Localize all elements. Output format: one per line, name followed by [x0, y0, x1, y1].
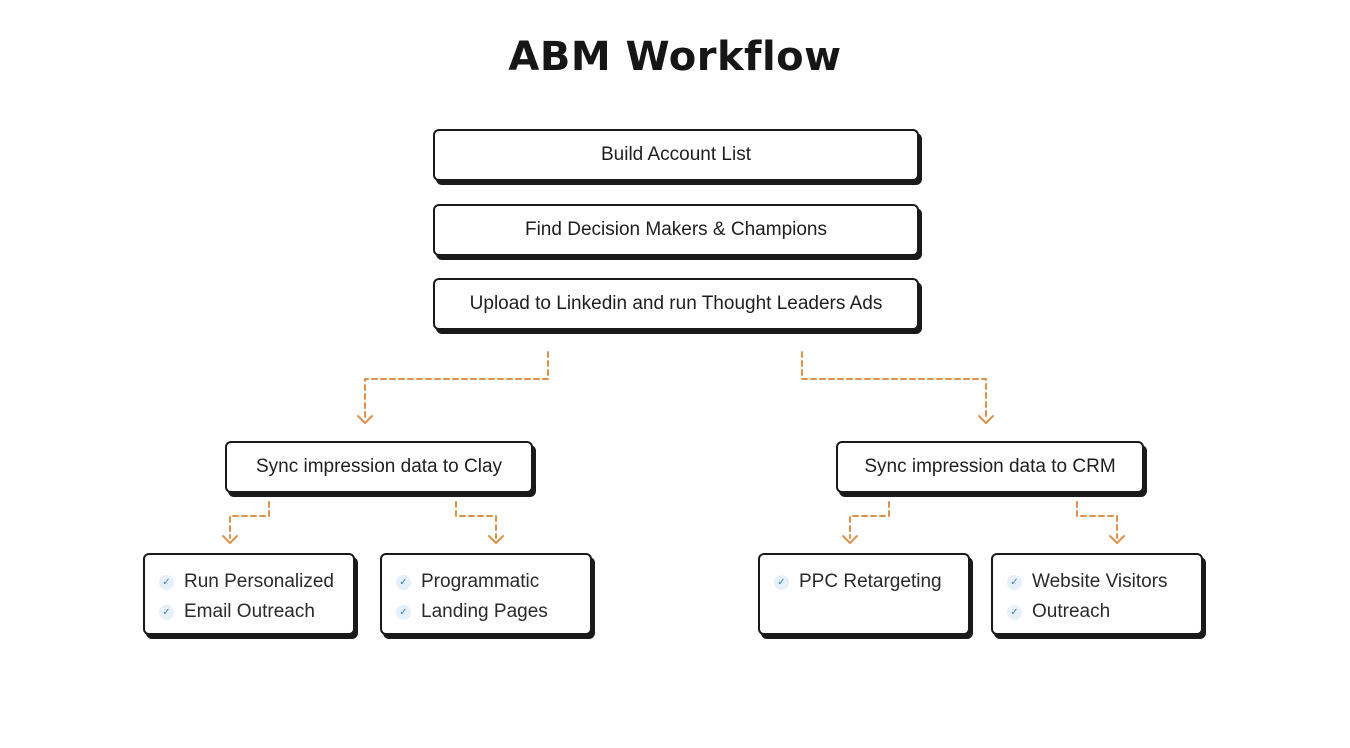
leaf-ppc-retargeting: ✓ PPC Retargeting [758, 553, 970, 635]
step-upload-linkedin: Upload to Linkedin and run Thought Leade… [433, 278, 919, 330]
leaf-item: ✓ Run Personalized [159, 567, 353, 597]
leaf-personalized-email: ✓ Run Personalized ✓ Email Outreach [143, 553, 355, 635]
chevron-down-icon [357, 415, 373, 424]
step-label: Build Account List [601, 144, 751, 165]
page-title: ABM Workflow [508, 34, 842, 80]
leaf-item-label: Landing Pages [421, 601, 548, 622]
step-build-account-list: Build Account List [433, 129, 919, 181]
leaf-website-visitors: ✓ Website Visitors ✓ Outreach [991, 553, 1203, 635]
branch-label: Sync impression data to CRM [864, 456, 1116, 477]
connector-crm-right [1076, 501, 1118, 539]
chevron-down-icon [1109, 535, 1125, 544]
leaf-item-label: Email Outreach [184, 601, 315, 622]
check-icon: ✓ [396, 574, 411, 590]
branch-label: Sync impression data to Clay [255, 456, 503, 477]
leaf-programmatic-landing: ✓ Programmatic ✓ Landing Pages [380, 553, 592, 635]
connector-to-clay [364, 351, 549, 419]
check-icon: ✓ [159, 574, 174, 590]
branch-sync-crm: Sync impression data to CRM [836, 441, 1144, 493]
leaf-item-label: Website Visitors [1032, 571, 1168, 592]
check-icon: ✓ [774, 574, 789, 590]
leaf-item: ✓ Landing Pages [396, 597, 590, 627]
leaf-item: ✓ Email Outreach [159, 597, 353, 627]
chevron-down-icon [488, 535, 504, 544]
chevron-down-icon [842, 535, 858, 544]
chevron-down-icon [222, 535, 238, 544]
leaf-item: ✓ Programmatic [396, 567, 590, 597]
chevron-down-icon [978, 415, 994, 424]
connector-clay-left [229, 501, 270, 539]
branch-sync-clay: Sync impression data to Clay [225, 441, 533, 493]
leaf-item-label: Outreach [1032, 601, 1111, 622]
leaf-item-label: Run Personalized [184, 571, 334, 592]
leaf-item-label: Programmatic [421, 571, 540, 592]
leaf-item: ✓ PPC Retargeting [774, 567, 968, 597]
leaf-item: ✓ Website Visitors [1007, 567, 1201, 597]
check-icon: ✓ [1007, 604, 1022, 620]
leaf-item-label: PPC Retargeting [799, 571, 942, 592]
check-icon: ✓ [396, 604, 411, 620]
connector-to-crm [801, 351, 987, 419]
connector-crm-left [849, 501, 890, 539]
step-label: Upload to Linkedin and run Thought Leade… [469, 293, 883, 314]
connector-clay-right [455, 501, 497, 539]
step-label: Find Decision Makers & Champions [524, 219, 827, 240]
check-icon: ✓ [159, 604, 174, 620]
leaf-item: ✓ Outreach [1007, 597, 1201, 627]
step-find-decision-makers: Find Decision Makers & Champions [433, 204, 919, 256]
check-icon: ✓ [1007, 574, 1022, 590]
